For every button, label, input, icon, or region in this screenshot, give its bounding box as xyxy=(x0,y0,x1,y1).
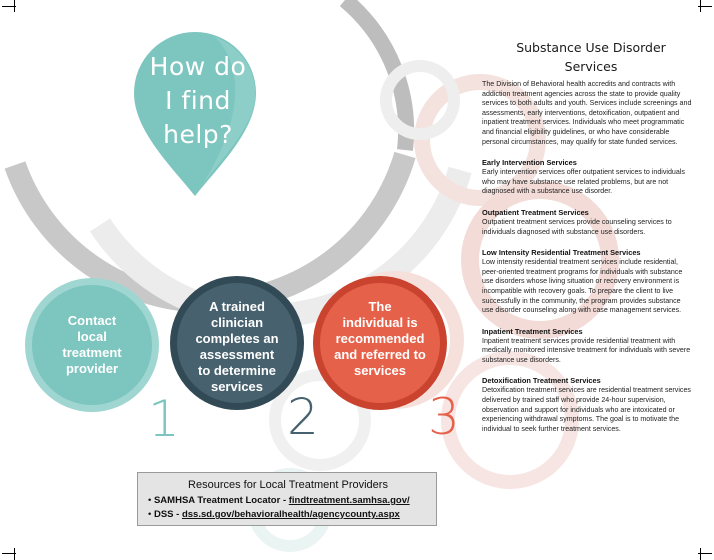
resource-item: • DSS - dss.sd.gov/behavioralhealth/agen… xyxy=(148,508,428,522)
crop-mark-top-right xyxy=(698,6,712,7)
section-body: Detoxification treatment services are re… xyxy=(482,386,691,433)
resources-box: Resources for Local Treatment Providers … xyxy=(137,472,437,526)
step-2-line: clinician xyxy=(210,315,264,330)
step-1-circle xyxy=(32,285,152,405)
pin-highlight xyxy=(195,37,256,196)
step-3-number: 3 xyxy=(428,388,460,446)
services-title-line: Substance Use Disorder xyxy=(516,40,666,55)
faint-circle-5 xyxy=(380,60,460,140)
faint-circle-1 xyxy=(414,74,546,206)
step-3-line: recommended xyxy=(335,331,425,346)
bullet-icon: • xyxy=(148,495,154,506)
section-heading: Inpatient Treatment Services xyxy=(482,326,583,336)
pin-line: How do xyxy=(149,52,247,81)
step-1-line: treatment xyxy=(62,345,122,360)
step-2-line: completes an xyxy=(195,331,279,346)
bullet-icon: • xyxy=(148,509,154,520)
section-body: Inpatient treatment services provide res… xyxy=(482,336,691,364)
section-body: Outpatient treatment services provide co… xyxy=(482,217,672,236)
pin-line: help? xyxy=(163,120,233,149)
crop-mark-bottom-right-v xyxy=(700,548,701,560)
services-column: Substance Use Disorder Services The Divi… xyxy=(482,38,692,434)
step-2-line: assessment xyxy=(199,347,275,362)
step-2-line: to determine xyxy=(197,363,276,378)
section-early-intervention: Early Intervention Services Early interv… xyxy=(482,158,692,197)
step-3-label: The individual is recommended and referr… xyxy=(325,299,435,379)
services-title: Substance Use Disorder Services xyxy=(490,38,692,76)
pin-heading: How do I find help? xyxy=(138,50,258,152)
services-intro: The Division of Behavioral health accred… xyxy=(482,80,692,146)
faint-circle-4 xyxy=(441,351,579,489)
step-3-circle xyxy=(320,283,440,403)
section-low-intensity-residential: Low Intensity Residential Treatment Serv… xyxy=(482,248,692,316)
step-2-circle xyxy=(177,283,297,403)
crop-mark-top-left xyxy=(2,6,16,7)
section-outpatient: Outpatient Treatment Services Outpatient… xyxy=(482,208,692,237)
resources-title: Resources for Local Treatment Providers xyxy=(188,479,388,491)
step-1-label: Contact local treatment provider xyxy=(37,313,147,377)
crop-mark-top-right-v xyxy=(700,0,701,12)
step-2-label: A trained clinician completes an assessm… xyxy=(182,299,292,395)
section-detoxification: Detoxification Treatment Services Detoxi… xyxy=(482,376,692,434)
step-1-line: provider xyxy=(65,361,118,376)
resource-item: • SAMHSA Treatment Locator - findtreatme… xyxy=(148,494,428,508)
section-heading: Early Intervention Services xyxy=(482,158,577,168)
crop-mark-top-left-v xyxy=(14,0,15,12)
dss-link[interactable]: dss.sd.gov/behavioralhealth/agencycounty… xyxy=(181,509,400,520)
step-1-line: Contact xyxy=(67,313,117,328)
arc-light-lower xyxy=(89,166,472,328)
resource-label: SAMHSA Treatment Locator - xyxy=(153,495,289,506)
step-3-line: and referred to xyxy=(334,347,426,362)
section-body: Early intervention services offer outpat… xyxy=(482,168,685,196)
step-2-number: 2 xyxy=(287,388,319,446)
section-heading: Outpatient Treatment Services xyxy=(482,207,589,217)
step-2-line: services xyxy=(210,379,264,394)
step-1-line: local xyxy=(77,329,107,344)
section-heading: Detoxification Treatment Services xyxy=(482,376,601,386)
step-2-line: A trained xyxy=(209,299,265,314)
faint-circle-6 xyxy=(269,369,371,471)
step-3-line: services xyxy=(353,363,407,378)
crop-mark-bottom-left xyxy=(2,553,16,554)
section-inpatient: Inpatient Treatment Services Inpatient t… xyxy=(482,327,692,366)
step-3-line: individual is xyxy=(342,315,418,330)
section-heading: Low Intensity Residential Treatment Serv… xyxy=(482,248,641,258)
faint-circle-2 xyxy=(461,181,619,339)
step-3-line: The xyxy=(368,299,392,314)
samhsa-link[interactable]: findtreatment.samhsa.gov/ xyxy=(288,495,410,506)
section-body: Low intensity residential treatment serv… xyxy=(482,258,683,315)
pin-line: I find xyxy=(165,86,231,115)
crop-mark-bottom-right xyxy=(698,553,712,554)
crop-mark-bottom-left-v xyxy=(14,548,15,560)
services-title-line: Services xyxy=(564,59,618,74)
step-1-number: 1 xyxy=(148,390,180,448)
resource-label: DSS - xyxy=(153,509,182,520)
